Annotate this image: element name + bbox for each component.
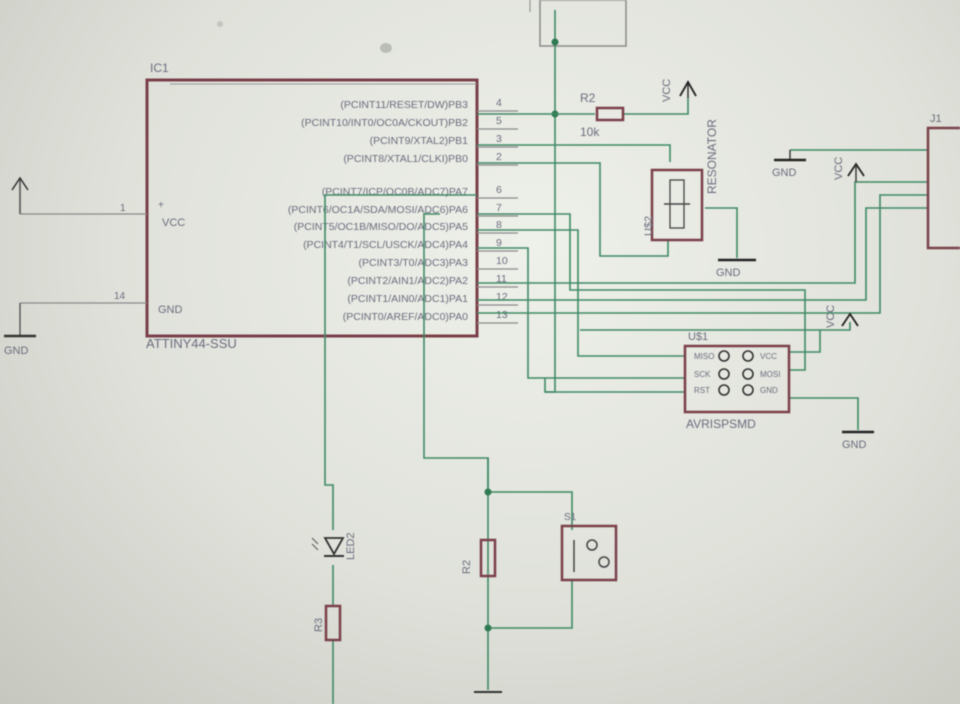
- isp-pin-pad: [718, 368, 730, 380]
- isp-pin-label: GND: [760, 386, 778, 395]
- isp-pin-label: MOSI: [760, 370, 780, 379]
- ic1-vcc-pin-num: 1: [120, 203, 126, 214]
- button-resistor: R2: [461, 538, 497, 578]
- isp-gnd-symbol: GND: [842, 430, 874, 451]
- svg-text:VCC: VCC: [833, 157, 845, 180]
- left-vcc-arrow: [11, 176, 29, 214]
- ic1-pin-name: (PCINT1/AIN0/ADC1)PA1: [347, 293, 468, 305]
- r2-ref: R2: [580, 91, 596, 105]
- j1-ref: J1: [930, 113, 942, 125]
- r2-resistor: R2 10k: [580, 91, 625, 139]
- screen-smudge-2: [217, 21, 223, 27]
- top-right-gnd: GND: [772, 150, 806, 179]
- svg-text:VCC: VCC: [661, 79, 673, 102]
- ic1-plus-marker: +: [158, 200, 164, 211]
- nets: [324, 10, 928, 704]
- ic1-pin-number: 4: [496, 97, 502, 109]
- button-ref: S1: [564, 512, 577, 523]
- resonator-ref: U$2: [643, 216, 655, 236]
- ic1-pin-name: (PCINT4/T1/SCL/USCK/ADC4)PA4: [303, 239, 468, 251]
- svg-text:GND: GND: [772, 167, 797, 179]
- isp-pin-pad: [742, 384, 754, 396]
- led-resistor-ref: R3: [313, 618, 325, 632]
- ic1-pin-name: (PCINT5/OC1B/MISO/DO/ADC5)PA5: [294, 221, 468, 233]
- ic1-gnd-label: GND: [158, 304, 183, 316]
- ic1-body: [145, 78, 479, 338]
- screen-smudge: [380, 43, 392, 53]
- ic1-pin-number: 8: [496, 219, 502, 231]
- ic1-pins: (PCINT11/RESET/DW)PB3 4 (PCINT10/INT0/OC0A…: [288, 97, 518, 324]
- resonator-gnd-symbol: GND: [716, 258, 756, 279]
- svg-text:VCC: VCC: [825, 305, 837, 328]
- button-switch: S1: [560, 512, 618, 582]
- isp-header: U$1 AVRISPSMD MISO SCK RST VCC MOSI GND: [683, 331, 791, 431]
- top-right-vcc: VCC: [833, 157, 865, 182]
- led2: LED2: [311, 532, 357, 560]
- isp-pin-label: RST: [694, 386, 710, 395]
- ic1-pin-number: 7: [496, 202, 502, 214]
- isp-pin-pad: [718, 350, 730, 362]
- button-resistor-ref: R2: [461, 560, 473, 574]
- svg-text:GND: GND: [4, 345, 29, 357]
- ic1-pin-name: (PCINT2/AIN1/ADC2)PA2: [347, 275, 468, 287]
- svg-text:GND: GND: [716, 267, 741, 279]
- vcc-arrow-r2: VCC: [661, 79, 697, 102]
- ic1-pin-name: (PCINT8/XTAL1/CLKI)PB0: [343, 153, 468, 165]
- isp-pin-pad: [742, 368, 754, 380]
- isp-ref: U$1: [688, 331, 708, 343]
- ic1-pin-name: (PCINT7/ICP/OC0B/ADC7)PA7: [322, 186, 468, 198]
- ic1-pin-number: 12: [496, 291, 508, 303]
- ic1-ref: IC1: [150, 61, 169, 75]
- resonator-name: RESONATOR: [705, 119, 719, 194]
- left-gnd-symbol: GND: [4, 303, 36, 357]
- ic1-pin-number: 11: [496, 273, 507, 285]
- isp-name: AVRISPSMD: [686, 417, 756, 431]
- isp-pin-label: VCC: [760, 352, 777, 361]
- isp-vcc-arrow: VCC: [825, 305, 859, 328]
- r2-value: 10k: [580, 125, 600, 139]
- ic1-pin-number: 3: [496, 133, 502, 145]
- ic1-pin-number: 2: [496, 151, 502, 163]
- isp-pin-label: MISO: [694, 352, 714, 361]
- resonator: U$2 RESONATOR: [643, 119, 719, 242]
- ic1-pin-name: (PCINT9/XTAL2)PB1: [370, 135, 469, 147]
- ic1-gnd-pin-num: 14: [114, 291, 126, 302]
- ic1-pin-number: 9: [496, 237, 502, 249]
- top-partial-component: [529, 0, 627, 47]
- ic1-pin-name: (PCINT10/INT0/OC0A/CKOUT)PB2: [301, 117, 468, 129]
- ic1-pin-number: 5: [496, 115, 502, 127]
- ic1-pin-name: (PCINT6/OC1A/SDA/MOSI/ADC6)PA6: [288, 204, 468, 216]
- ic1-vcc-label: VCC: [162, 217, 185, 229]
- ic1-pin-name: (PCINT3/T0/ADC3)PA3: [359, 257, 469, 269]
- ic1-pin-number: 6: [496, 184, 502, 196]
- isp-pin-pad: [742, 350, 754, 362]
- ic1-pin-name: (PCINT11/RESET/DW)PB3: [340, 99, 468, 111]
- isp-pin-label: SCK: [694, 370, 711, 379]
- ic1-pin-name: (PCINT0/AREF/ADC0)PA0: [343, 311, 468, 323]
- svg-text:GND: GND: [842, 439, 867, 451]
- led-resistor: R3: [313, 604, 342, 642]
- ic1-pin-number: 10: [496, 255, 508, 267]
- led-ref: LED2: [345, 532, 357, 560]
- isp-pin-pad: [718, 384, 730, 396]
- ic1-pin-number: 13: [496, 309, 508, 321]
- j1-connector: J1: [926, 113, 960, 250]
- ic1-part: ATTINY44-SSU: [146, 336, 237, 351]
